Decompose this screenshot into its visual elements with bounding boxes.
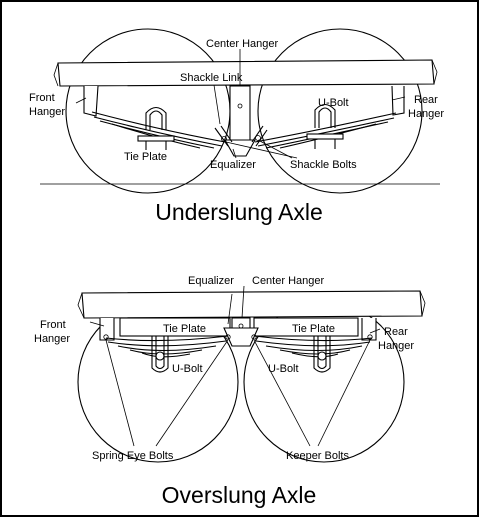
label-keeper-bolts: Keeper Bolts xyxy=(286,450,349,462)
tie-plate-right xyxy=(253,317,359,337)
label-u-bolt-top: U-Bolt xyxy=(318,97,349,109)
label-equalizer-top: Equalizer xyxy=(210,159,256,171)
center-hanger xyxy=(229,85,251,141)
overslung-diagram xyxy=(77,285,426,463)
label-u-bolt-right: U-Bolt xyxy=(268,363,299,375)
label-tie-plate-top: Tie Plate xyxy=(124,151,167,163)
caption-underslung: Underslung Axle xyxy=(155,199,323,225)
equalizer-bottom xyxy=(223,327,259,347)
label-u-bolt-left: U-Bolt xyxy=(172,363,203,375)
equalizer xyxy=(224,139,256,157)
label-spring-eye-bolts: Spring Eye Bolts xyxy=(92,450,174,462)
frame-rail xyxy=(57,59,435,87)
caption-overslung: Overslung Axle xyxy=(162,482,317,508)
rear-wheel xyxy=(257,28,423,194)
label-shackle-bolts: Shackle Bolts xyxy=(290,159,357,171)
frame-rail-bottom xyxy=(81,290,423,319)
label-tie-plate-left: Tie Plate xyxy=(163,323,206,335)
underslung-diagram xyxy=(40,28,440,194)
label-tie-plate-right: Tie Plate xyxy=(292,323,335,335)
rear-hanger xyxy=(391,85,405,116)
label-equalizer-bottom: Equalizer xyxy=(188,275,234,287)
rear-hanger-bottom xyxy=(361,318,377,341)
front-hanger-bottom xyxy=(99,318,115,341)
label-shackle-link: Shackle Link xyxy=(180,72,243,84)
tie-plate-left xyxy=(119,317,231,337)
front-hanger xyxy=(83,85,99,117)
label-center-hanger-top: Center Hanger xyxy=(206,38,278,50)
label-center-hanger-bottom: Center Hanger xyxy=(252,275,324,287)
